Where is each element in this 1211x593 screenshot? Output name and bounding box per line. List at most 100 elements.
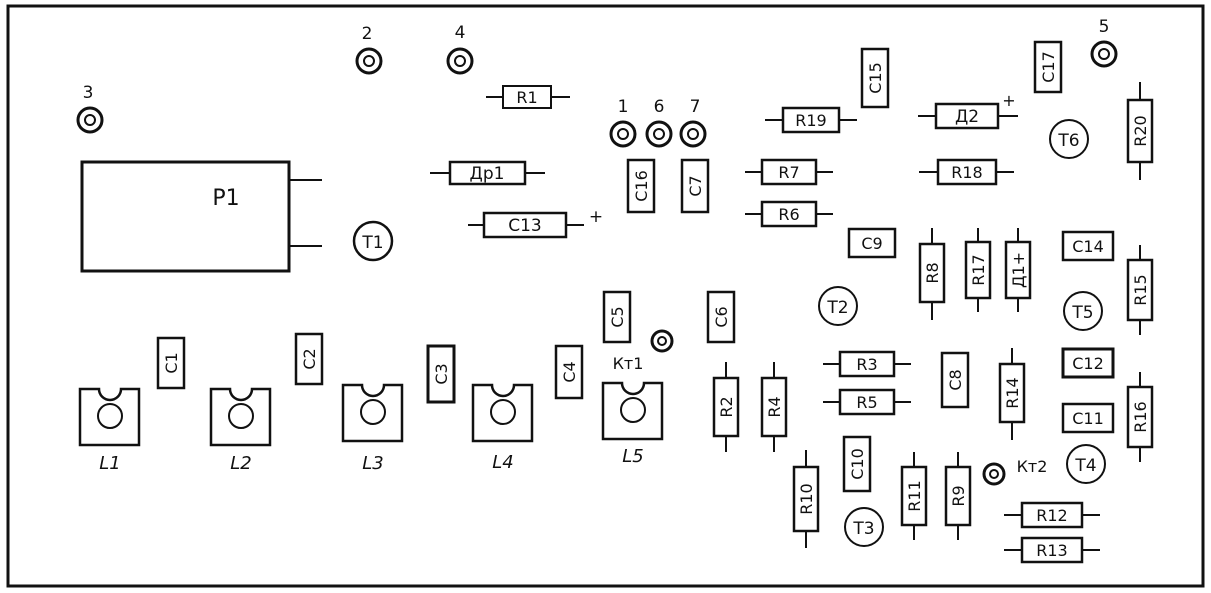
svg-text:С2: С2 (300, 348, 319, 369)
resistor-r15: R15 (1126, 245, 1154, 335)
capacitor-c4: С4 (554, 344, 584, 400)
resistor-vertical-group: R20 R8 R17 Д1+ R15 R2 R4 R14 R16 R10 R11… (712, 82, 1154, 548)
svg-text:R8: R8 (923, 262, 942, 283)
resistor-r5: R5 (823, 388, 911, 416)
resistor-r12: R12 (1004, 501, 1100, 529)
resistor-horizontal-group: R1 Др1 С13+ R19 Д2+ R7 R6 R18 R3 R5 R12 … (430, 85, 1100, 564)
resistor-r11: R11 (900, 452, 928, 540)
svg-text:Т4: Т4 (1074, 456, 1096, 476)
coil-l5: L5 (601, 381, 664, 467)
capacitor-c14: С14 (1061, 230, 1115, 262)
capacitor-c6: С6 (706, 290, 736, 344)
capacitor-c11: С11 (1061, 402, 1115, 434)
transistor-t5: Т5 (1063, 291, 1103, 331)
svg-text:L5: L5 (622, 446, 643, 467)
svg-text:С14: С14 (1072, 237, 1104, 256)
svg-text:R9: R9 (949, 485, 968, 506)
svg-text:С5: С5 (608, 306, 627, 327)
svg-text:Т2: Т2 (826, 298, 848, 318)
svg-text:С11: С11 (1072, 409, 1104, 428)
svg-text:+: + (1002, 91, 1015, 110)
svg-text:С17: С17 (1039, 51, 1058, 83)
capacitor-c9: С9 (847, 227, 897, 259)
svg-text:R13: R13 (1036, 541, 1067, 560)
svg-text:R12: R12 (1036, 506, 1067, 525)
svg-text:С8: С8 (946, 369, 965, 390)
transistor-t3: Т3 (844, 507, 884, 547)
resistor-r10: R10 (792, 450, 820, 548)
svg-text:1: 1 (618, 97, 629, 117)
svg-text:4: 4 (455, 23, 466, 43)
pad-7: 7 (679, 97, 707, 148)
svg-text:R1: R1 (516, 88, 537, 107)
svg-text:R5: R5 (856, 393, 877, 412)
svg-text:R10: R10 (797, 483, 816, 514)
capacitor-c12: С12 (1061, 347, 1115, 379)
svg-text:5: 5 (1099, 17, 1110, 37)
capacitor-vertical-group: С15 С17 С16 С7 С5 С6 С1 С2 С3 С4 С8 С10 (156, 40, 1063, 493)
svg-text:С15: С15 (866, 62, 885, 94)
capacitor-c16: С16 (626, 158, 656, 214)
pad-group: 1 2 3 4 5 6 7 Кт1 Кт2 (76, 17, 1118, 486)
relay-p1: Р1 (80, 160, 322, 273)
relay-label: Р1 (212, 186, 239, 211)
svg-text:R6: R6 (778, 205, 799, 224)
svg-text:С10: С10 (848, 448, 867, 480)
resistor-r7: R7 (745, 158, 833, 186)
capacitor-c8: С8 (940, 351, 970, 409)
svg-text:L3: L3 (362, 453, 383, 474)
diode-d1: Д1+ (1004, 228, 1032, 312)
svg-text:Д2: Д2 (955, 107, 979, 127)
svg-text:R3: R3 (856, 355, 877, 374)
capacitor-c10: С10 (842, 435, 872, 493)
transistor-t1: Т1 (352, 220, 394, 262)
svg-text:R15: R15 (1131, 274, 1150, 305)
resistor-r2: R2 (712, 362, 740, 452)
pad-2: 2 (355, 24, 383, 75)
resistor-r8: R8 (918, 228, 946, 320)
resistor-r14: R14 (998, 348, 1026, 440)
svg-text:R20: R20 (1131, 115, 1150, 146)
svg-text:С12: С12 (1072, 354, 1104, 373)
resistor-r17: R17 (964, 228, 992, 312)
capacitor-c2: С2 (294, 332, 324, 386)
svg-text:Кт1: Кт1 (613, 354, 644, 373)
svg-text:С1: С1 (162, 352, 181, 373)
svg-text:Д1+: Д1+ (1009, 252, 1028, 288)
transistor-t2: Т2 (818, 286, 858, 326)
coil-l2: L2 (209, 387, 272, 474)
capacitor-c15: С15 (860, 47, 890, 109)
svg-text:С3: С3 (432, 363, 451, 384)
pad-5: 5 (1090, 17, 1118, 68)
svg-text:3: 3 (83, 83, 94, 103)
resistor-r16: R16 (1126, 372, 1154, 462)
resistor-r18: R18 (919, 158, 1014, 186)
transistor-t6: Т6 (1049, 119, 1089, 159)
svg-text:+: + (589, 207, 603, 227)
svg-text:6: 6 (654, 97, 665, 117)
resistor-r3: R3 (823, 350, 911, 378)
svg-text:R17: R17 (969, 254, 988, 285)
svg-text:R7: R7 (778, 163, 799, 182)
resistor-r4: R4 (760, 362, 788, 452)
capacitor-c3: С3 (426, 344, 456, 404)
resistor-r9: R9 (944, 452, 972, 540)
capacitor-c7: С7 (680, 158, 710, 214)
svg-text:С9: С9 (861, 234, 882, 253)
svg-text:7: 7 (690, 97, 701, 117)
pad-6: 6 (645, 97, 673, 148)
svg-text:R18: R18 (951, 163, 982, 182)
coil-l4: L4 (471, 383, 534, 473)
svg-text:С13: С13 (508, 216, 542, 236)
capacitor-c17: С17 (1033, 40, 1063, 94)
pad-1: 1 (609, 97, 637, 148)
capacitor-c5: С5 (602, 290, 632, 344)
svg-text:2: 2 (362, 24, 373, 44)
capacitor-horizontal-group: С9 С14 С12 С11 (847, 227, 1115, 434)
svg-text:L2: L2 (230, 453, 251, 474)
choke-dr1: Др1 (430, 160, 545, 186)
svg-text:Др1: Др1 (470, 164, 505, 184)
svg-text:L1: L1 (99, 453, 120, 474)
pad-3: 3 (76, 83, 104, 134)
